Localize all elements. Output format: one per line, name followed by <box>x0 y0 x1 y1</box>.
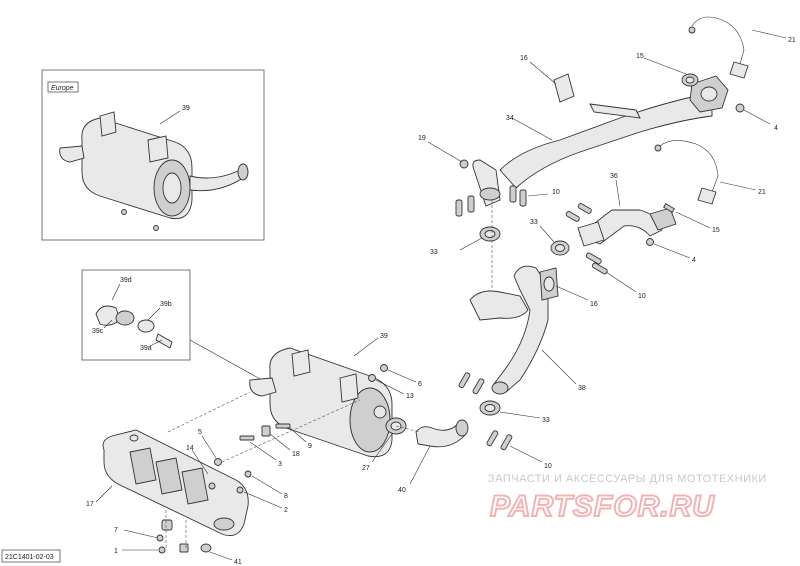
hanger-16-upper <box>529 61 575 103</box>
callout-1: 1 <box>114 548 118 555</box>
detail-gasket <box>115 310 135 326</box>
bolt-9-18 <box>239 423 307 461</box>
collector-joint <box>427 141 501 207</box>
fasteners-8-2 <box>236 470 283 509</box>
detail-spring <box>155 333 173 349</box>
callout-15-a: 15 <box>636 53 644 60</box>
oxygen-sensor-lower <box>654 140 757 205</box>
callout-3: 3 <box>278 461 282 468</box>
callout-5: 5 <box>198 429 202 436</box>
callout-16-b: 16 <box>590 301 598 308</box>
detail-ring <box>137 319 155 333</box>
watermark: ЗАПЧАСТИ И АКСЕССУАРЫ ДЛЯ МОТОТЕХНИКИ PA… <box>488 473 767 524</box>
callout-36: 36 <box>610 173 618 180</box>
mid-pipe-38 <box>469 265 577 395</box>
watermark-brand: PARTSFOR.RU <box>490 490 715 523</box>
springs-10-mid <box>458 372 543 463</box>
callout-21-b: 21 <box>758 189 766 196</box>
callout-21-a: 21 <box>788 37 796 44</box>
callout-9: 9 <box>308 443 312 450</box>
europe-inset: Europe 39 <box>41 69 265 241</box>
callout-14: 14 <box>186 445 194 452</box>
callout-6: 6 <box>418 381 422 388</box>
ring-33-mid <box>539 225 570 256</box>
europe-tag <box>47 81 79 93</box>
nut-4-lower <box>646 238 691 259</box>
callout-17: 17 <box>86 501 94 508</box>
callout-33-a: 33 <box>430 249 438 256</box>
watermark-tagline: ЗАПЧАСТИ И АКСЕССУАРЫ ДЛЯ МОТОТЕХНИКИ <box>488 473 767 485</box>
callout-38: 38 <box>578 385 586 392</box>
ring-33-lower <box>479 400 541 419</box>
callout-2: 2 <box>284 507 288 514</box>
callout-39b: 39b <box>160 301 172 308</box>
callout-40: 40 <box>398 487 406 494</box>
gasket-15-lower <box>663 203 711 229</box>
heat-shield-17 <box>95 429 249 537</box>
callout-34: 34 <box>506 115 514 122</box>
callout-39c: 39c <box>92 328 104 335</box>
callout-39d: 39d <box>120 277 132 284</box>
oxygen-sensor-upper <box>688 16 787 79</box>
callout-18: 18 <box>292 451 300 458</box>
ring-33-upper <box>459 226 501 251</box>
callout-13: 13 <box>406 393 414 400</box>
callout-27: 27 <box>362 465 370 472</box>
washer-13 <box>368 374 405 395</box>
callout-39-mid: 39 <box>380 333 388 340</box>
callout-10-b: 10 <box>638 293 646 300</box>
diagram-code-box: 21C1401-02-03 <box>1 549 61 563</box>
callout-16: 16 <box>520 55 528 62</box>
header-pipe-34 <box>499 75 729 189</box>
callout-15-b: 15 <box>712 227 720 234</box>
callout-10-a: 10 <box>552 189 560 196</box>
callout-41: 41 <box>234 559 242 566</box>
detail-inset: 39d 39b 39c 39a <box>81 269 263 381</box>
callout-39a: 39a <box>140 345 152 352</box>
link-pipe-40 <box>409 419 469 485</box>
callout-33-b: 33 <box>530 219 538 226</box>
callout-10-c: 10 <box>544 463 552 470</box>
callout-7: 7 <box>114 527 118 534</box>
callout-19: 19 <box>418 135 426 142</box>
main-muffler-39 <box>249 337 393 458</box>
callout-8: 8 <box>284 493 288 500</box>
springs-10-upper <box>455 185 549 217</box>
springs-10-right <box>585 252 637 293</box>
callout-39-top: 39 <box>182 105 190 112</box>
europe-label: Europe <box>51 85 74 92</box>
diagram-code: 21C1401-02-03 <box>5 554 54 561</box>
assembly-lines <box>167 200 493 463</box>
fasteners-7-1-41 <box>122 510 233 561</box>
callout-4-a: 4 <box>774 125 778 132</box>
callout-4-b: 4 <box>692 257 696 264</box>
nut-4-upper <box>735 103 771 125</box>
header-pipe-36 <box>565 179 677 247</box>
callout-33-c: 33 <box>542 417 550 424</box>
europe-muffler <box>59 110 249 231</box>
nut-6 <box>380 364 417 383</box>
gasket-15-upper <box>681 73 699 87</box>
fasteners-5-14 <box>191 435 222 490</box>
